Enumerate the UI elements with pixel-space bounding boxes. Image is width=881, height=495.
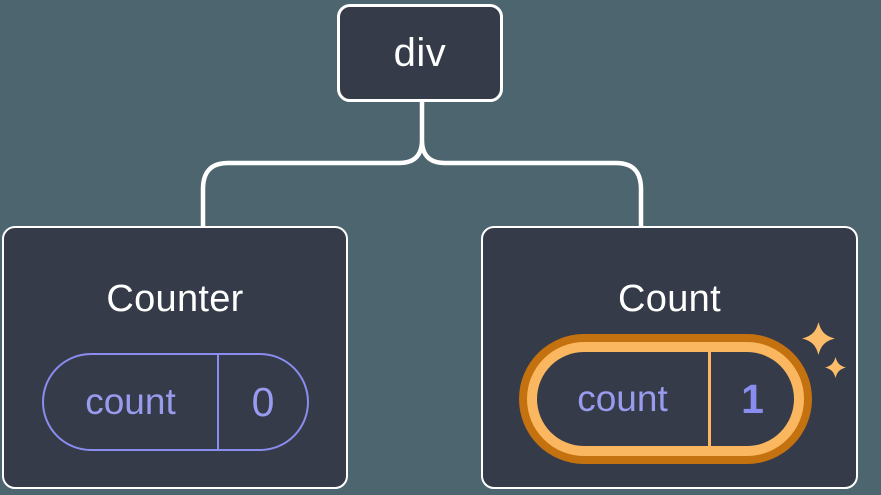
highlight-ring: count 1 (527, 342, 804, 456)
state-value-label: 1 (741, 375, 764, 422)
state-key-label: count (577, 378, 668, 419)
counter-card-title: Counter (106, 278, 244, 320)
count-card: Count count 1 (481, 226, 858, 489)
state-pill-inner: count 1 (537, 352, 794, 446)
sparkles-icon (802, 322, 835, 355)
count-card-title: Count (618, 278, 721, 320)
state-key-label: count (85, 381, 176, 422)
counter-state-pill: count 0 (42, 353, 309, 451)
root-node-div: div (337, 4, 503, 102)
sparkle-small-icon (825, 357, 846, 378)
state-key-segment: count (44, 355, 219, 449)
state-key-segment: count (537, 352, 711, 446)
root-node-label: div (393, 30, 447, 75)
count-state-pill-highlighted: count 1 (519, 334, 812, 464)
state-value-segment: 1 (711, 352, 794, 446)
counter-card: Counter count 0 (2, 226, 348, 489)
state-value-segment: 0 (219, 355, 307, 449)
state-value-label: 0 (251, 378, 275, 425)
